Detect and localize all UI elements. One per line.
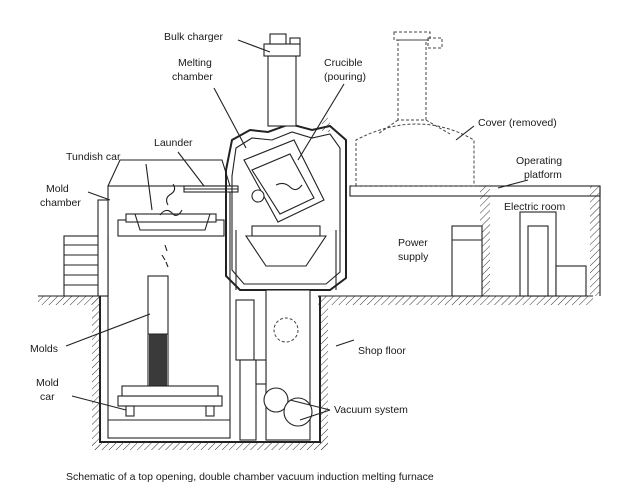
label-mold-chamber-1: Mold xyxy=(46,183,69,195)
tundish-car xyxy=(117,183,225,268)
label-bulk-charger: Bulk charger xyxy=(164,31,223,43)
label-power-supply-2: supply xyxy=(398,251,429,263)
label-tundish-car: Tundish car xyxy=(66,151,121,163)
label-operating-platform-1: Operating xyxy=(516,155,562,167)
label-operating-platform-2: platform xyxy=(524,169,562,181)
leader-lines xyxy=(65,39,529,421)
label-shop-floor: Shop floor xyxy=(358,345,406,357)
figure-caption: Schematic of a top opening, double chamb… xyxy=(66,471,434,483)
power-supply xyxy=(451,225,483,297)
vacuum-system xyxy=(235,289,313,441)
labels: Bulk charger Melting chamber Crucible (p… xyxy=(30,31,566,416)
label-launder: Launder xyxy=(154,137,193,149)
label-crucible-2: (pouring) xyxy=(324,71,366,83)
label-power-supply-1: Power xyxy=(398,237,428,249)
mold-car xyxy=(108,385,230,421)
label-molds: Molds xyxy=(30,343,58,355)
launder xyxy=(183,185,239,193)
electric-room-cabinet xyxy=(519,211,587,297)
operating-platform xyxy=(349,185,601,296)
melting-chamber xyxy=(225,118,347,291)
label-electric-room: Electric room xyxy=(504,201,566,213)
label-mold-car-2: car xyxy=(40,391,55,403)
label-cover: Cover (removed) xyxy=(478,117,557,129)
label-crucible-1: Crucible xyxy=(324,57,363,69)
label-melting-chamber-2: chamber xyxy=(172,71,213,83)
label-melting-chamber-1: Melting xyxy=(178,57,212,69)
label-vacuum-system: Vacuum system xyxy=(334,404,408,416)
label-mold-car-1: Mold xyxy=(36,377,59,389)
cover-removed xyxy=(352,31,478,187)
molds xyxy=(147,275,169,387)
bulk-charger xyxy=(263,33,301,127)
label-mold-chamber-2: chamber xyxy=(40,197,81,209)
